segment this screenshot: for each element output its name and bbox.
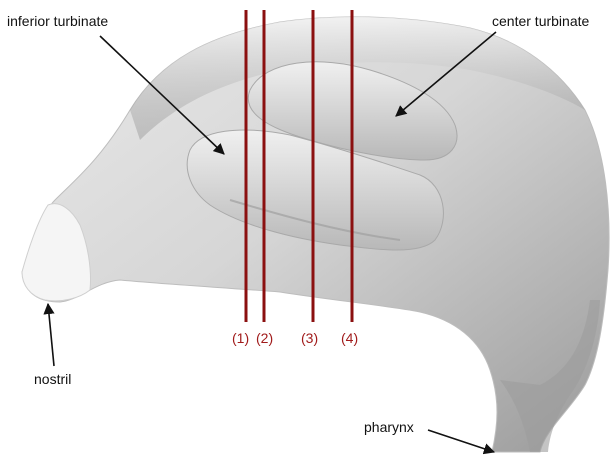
cross-section-label-2: (2) (256, 330, 273, 346)
inferior-turbinate-label: inferior turbinate (7, 13, 108, 29)
cross-section-label-4: (4) (341, 330, 358, 346)
center-turbinate-label: center turbinate (492, 13, 589, 29)
arrow-pointer-icon (428, 430, 494, 452)
arrow-pointer-icon (48, 304, 54, 366)
nostril-label: nostril (34, 371, 71, 387)
pharynx-label: pharynx (364, 419, 414, 435)
cross-section-label-1: (1) (232, 330, 249, 346)
cross-section-label-3: (3) (301, 330, 318, 346)
